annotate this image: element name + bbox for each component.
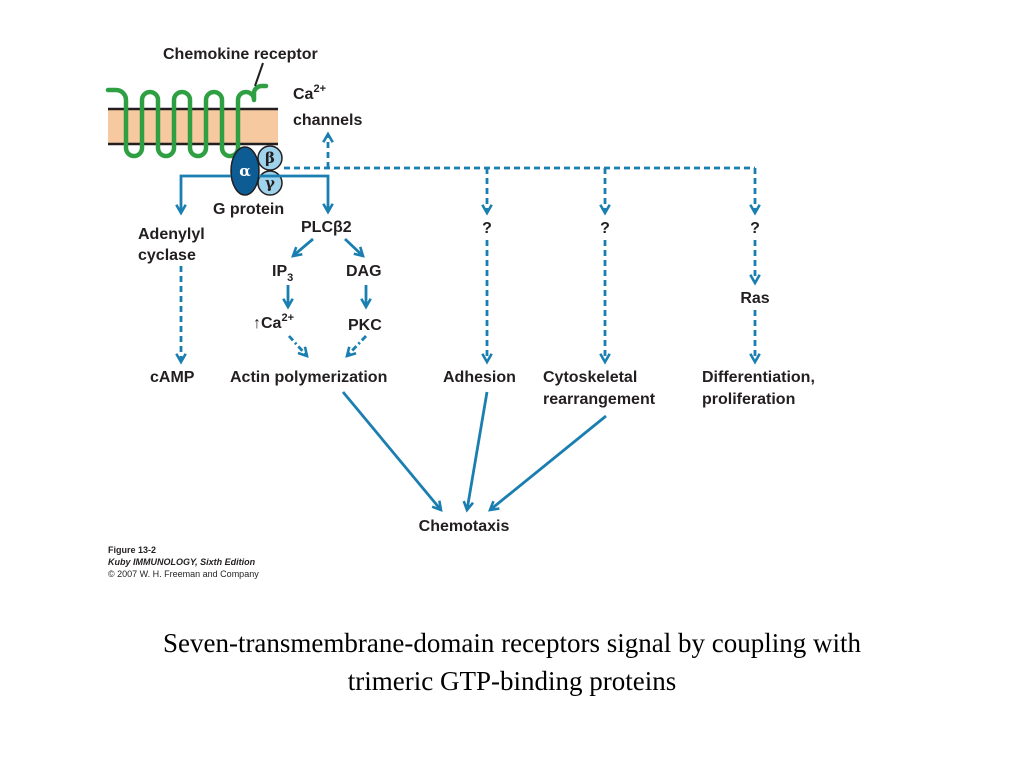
cytoskeletal-question-mark: ? xyxy=(600,220,610,237)
pkc-label: PKC xyxy=(348,317,382,334)
differentiation-label-line2: proliferation xyxy=(702,391,795,408)
ras-label: Ras xyxy=(740,290,769,307)
slide-caption: Seven-transmembrane-domain receptors sig… xyxy=(40,624,984,700)
cytoskeletal-label-line2: rearrangement xyxy=(543,391,656,408)
camp-label: cAMP xyxy=(150,369,195,386)
differentiation-question-mark: ? xyxy=(750,220,760,237)
alpha-symbol: α xyxy=(239,162,251,180)
arrow-pkc-to-actin xyxy=(347,335,368,356)
adenylyl-cyclase-label: Adenylyl xyxy=(138,226,205,243)
caption-line-2: trimeric GTP-binding proteins xyxy=(347,666,677,696)
ip3-label: IP3 xyxy=(272,263,293,284)
arrow-to-plc xyxy=(259,174,328,212)
figure-book-title: Kuby IMMUNOLOGY, Sixth Edition xyxy=(108,557,256,567)
figure-number: Figure 13-2 xyxy=(108,545,156,555)
differentiation-label: Differentiation, xyxy=(702,369,815,386)
receptor-pointer-line xyxy=(254,62,264,87)
plc-beta2-label: PLCβ2 xyxy=(301,219,352,236)
adhesion-label: Adhesion xyxy=(443,369,516,386)
ca-rise-label: ↑Ca2+ xyxy=(253,312,294,332)
ca-channels-label-line2: channels xyxy=(293,112,362,129)
adenylyl-cyclase-label-line2: cyclase xyxy=(138,247,196,264)
g-protein: α β γ xyxy=(230,145,283,196)
dag-label: DAG xyxy=(346,263,382,280)
arrow-ca-to-actin xyxy=(287,335,307,356)
arrow-to-dag xyxy=(344,237,363,256)
signaling-diagram: Chemokine receptor Ca2+ channels α β γ G… xyxy=(105,46,815,579)
caption-line-1: Seven-transmembrane-domain receptors sig… xyxy=(162,628,862,658)
arrow-to-adenylyl-cyclase xyxy=(181,174,231,213)
arrow-actin-to-chemotaxis xyxy=(341,391,441,510)
beta-symbol: β xyxy=(265,149,275,167)
arrow-to-ip3 xyxy=(293,237,314,256)
gamma-symbol: γ xyxy=(265,174,275,192)
cell-membrane xyxy=(108,107,278,146)
ca-channels-label: Ca2+ xyxy=(293,83,326,103)
g-protein-label: G protein xyxy=(213,201,284,218)
adhesion-question-mark: ? xyxy=(482,220,492,237)
chemokine-receptor-shape xyxy=(105,83,269,159)
actin-polymerization-label: Actin polymerization xyxy=(230,369,387,386)
beta-subunit xyxy=(257,145,283,171)
cytoskeletal-label: Cytoskeletal xyxy=(543,369,637,386)
arrow-adhesion-to-chemotaxis xyxy=(467,391,489,510)
figure-copyright: © 2007 W. H. Freeman and Company xyxy=(108,569,259,579)
chemokine-receptor-label: Chemokine receptor xyxy=(163,46,318,63)
arrow-cytoskeletal-to-chemotaxis xyxy=(490,414,607,510)
chemotaxis-label: Chemotaxis xyxy=(419,518,510,535)
alpha-subunit xyxy=(230,146,260,196)
